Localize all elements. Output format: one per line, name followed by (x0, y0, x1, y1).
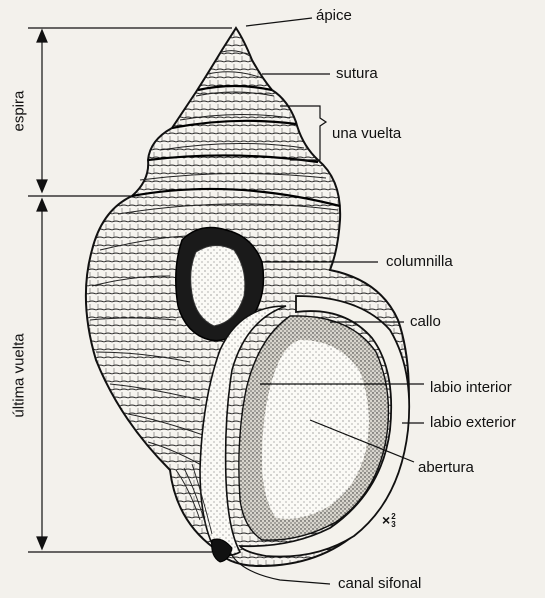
label-abertura: abertura (418, 460, 474, 475)
label-sutura: sutura (336, 66, 378, 81)
scale-denominator: 3 (391, 521, 395, 529)
shell-drawing (86, 28, 409, 566)
label-una-vuelta: una vuelta (332, 126, 401, 141)
label-ultima-vuelta: última vuelta (12, 331, 27, 421)
label-labio-interior: labio interior (430, 380, 512, 395)
label-columnilla: columnilla (386, 254, 453, 269)
label-canal-sifonal: canal sifonal (338, 576, 421, 591)
label-espira: espira (12, 92, 27, 132)
label-apice: ápice (316, 8, 352, 23)
label-callo: callo (410, 314, 441, 329)
scale-prefix: × (382, 512, 390, 528)
label-labio-exterior: labio exterior (430, 415, 516, 430)
